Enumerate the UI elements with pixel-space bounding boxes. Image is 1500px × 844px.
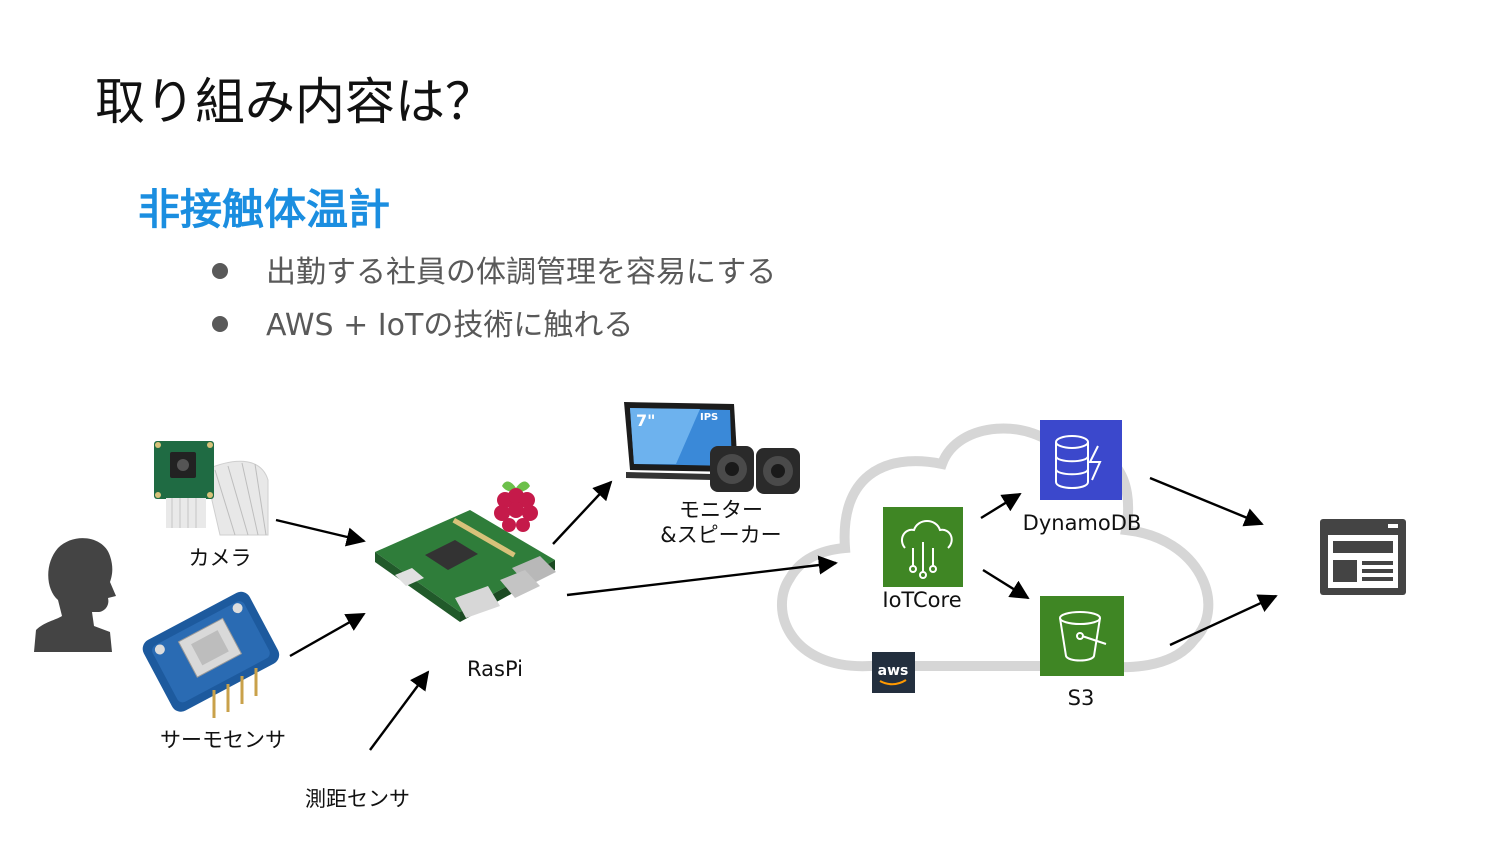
bullet-dot-icon: [212, 315, 228, 332]
cloud-outline: [777, 423, 1214, 673]
arrow-iotcore-s3: [982, 568, 1030, 600]
arrow-camera-raspi: [275, 518, 366, 547]
aws-logo-text: aws: [878, 663, 909, 679]
monitor-panel-text: IPS: [700, 412, 718, 423]
iot-core-icon: [883, 507, 963, 587]
raspberry-pi-board-icon: [375, 510, 556, 622]
bullet-dot-icon: [212, 262, 228, 279]
person-icon: [34, 538, 116, 652]
arrow-raspi-iotcore: [566, 555, 838, 597]
monitor-size-text: 7": [636, 411, 655, 430]
dynamodb-icon: [1040, 420, 1122, 500]
iot-core-label: IoTCore: [882, 588, 962, 612]
arrow-dynamodb-web: [1149, 476, 1264, 527]
monitor-icon: 7" IPS: [624, 402, 738, 480]
thermo-sensor-label: サーモセンサ: [160, 728, 286, 752]
arrows: [275, 476, 1278, 751]
web-page-icon: [1320, 519, 1406, 595]
arrow-distance-raspi: [369, 670, 430, 751]
bullet-text: AWS + IoTの技術に触れる: [266, 308, 634, 343]
distance-sensor-label: 測距センサ: [305, 787, 410, 811]
monitor-label-line1: モニター: [679, 498, 763, 522]
raspberry-logo-icon: [494, 481, 538, 532]
aws-logo-icon: aws: [872, 652, 915, 693]
arrow-iotcore-dynamodb: [980, 492, 1022, 520]
s3-bucket-icon: [1040, 596, 1124, 676]
arrow-s3-web: [1169, 594, 1278, 647]
cloud-icon: [777, 423, 1214, 673]
raspi-label: RasPi: [467, 657, 523, 681]
camera-module-icon: [154, 441, 269, 536]
bullet-text: 出勤する社員の体調管理を容易にする: [266, 255, 777, 290]
bullet-item: AWS + IoTの技術に触れる: [212, 300, 633, 344]
slide-title: 取り組み内容は？: [95, 73, 495, 131]
arrow-raspi-monitor: [552, 480, 613, 545]
slide-subtitle: 非接触体温計: [138, 185, 391, 234]
camera-label: カメラ: [188, 546, 252, 570]
monitor-label-line2: &スピーカー: [660, 523, 782, 547]
thermo-sensor-icon: [142, 591, 280, 718]
arrow-thermo-raspi: [289, 612, 366, 658]
speaker-icon: [710, 446, 800, 494]
s3-label: S3: [1067, 686, 1095, 710]
dynamodb-label: DynamoDB: [1022, 511, 1142, 535]
bullet-item: 出勤する社員の体調管理を容易にする: [212, 247, 776, 291]
